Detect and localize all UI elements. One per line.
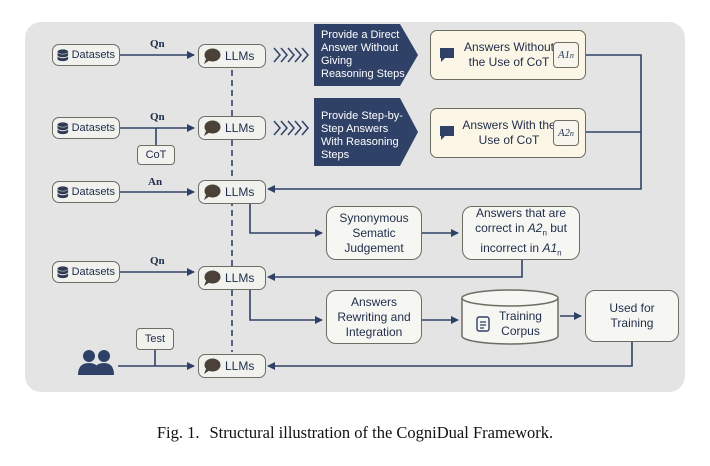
datasets-node-3: Datasets [52,181,120,203]
test-box: Test [136,328,174,350]
speech-bubble-icon [204,48,221,64]
edge-label-an: An [148,176,163,188]
llm-node-4: LLMs [198,266,266,290]
prompt-stepwise-text: Provide Step-by-Step Answers With Reason… [321,110,403,161]
datasets-node-4: Datasets [52,261,120,283]
database-icon [57,185,69,198]
prompt-direct-shape [314,24,418,86]
edge-correct-llm [267,259,523,281]
datasets-label: Datasets [71,121,115,134]
edge-llm-judgement [249,204,323,237]
speech-bubble-icon [204,120,221,136]
corpus-label-group: Training Corpus [466,306,556,342]
speech-bubble-icon [204,270,221,286]
llm-label: LLMs [225,120,255,135]
correct-line-3: incorrect in [480,240,543,255]
caption-label: Fig. 1. [156,423,200,442]
rewriting-box: Answers Rewriting and Integration [326,290,422,344]
datasets-label: Datasets [71,265,115,278]
answers-without-cot-label: Answers Without the Use of CoT [463,40,555,69]
chevron-arrows-2 [273,120,309,136]
llm-label: LLMs [225,184,255,199]
datasets-node-1: Datasets [52,44,120,66]
prompt-direct-text: Provide a Direct Answer Without Giving R… [321,29,405,80]
llm-node-5: LLMs [198,354,266,378]
llm-label: LLMs [225,270,255,285]
llm-label: LLMs [225,48,255,63]
llm-node-3: LLMs [198,180,266,204]
llm-label: LLMs [225,358,255,373]
prompt-stepwise-shape [314,98,418,166]
correct-line-1: Answers that are [475,206,567,221]
edge-used-llm [267,342,633,370]
database-icon [57,121,69,134]
corpus-label: Training Corpus [499,309,542,338]
datasets-label: Datasets [71,48,115,61]
a2-ref: A2 [527,221,543,236]
edge-label-qn-1: Qn [150,38,165,50]
chevron-arrows-1 [273,47,309,63]
datasets-label: Datasets [71,185,115,198]
edge-label-qn-2: Qn [150,111,165,123]
database-icon [57,48,69,61]
comment-icon [440,126,454,140]
comment-icon [440,48,454,62]
speech-bubble-icon [204,184,221,200]
document-icon [475,316,490,332]
speech-bubble-icon [204,358,221,374]
answers-with-cot-label: Answers With the Use of CoT [462,118,556,147]
edge-label-qn-4: Qn [150,255,165,267]
figure-caption: Fig. 1. Structural illustration of the Co… [0,423,710,443]
llm-node-1: LLMs [198,44,266,68]
used-for-training-box: Used for Training [585,290,679,342]
datasets-node-2: Datasets [52,117,120,139]
caption-text: Structural illustration of the CogniDual… [209,423,554,442]
correct-line-2: correct in [475,221,528,236]
database-icon [57,265,69,278]
correct-answers-box: Answers that are correct in A2n but inco… [462,206,580,260]
cot-box: CoT [137,145,175,165]
a1-ref: A1 [542,240,558,255]
edge-llm-rewriting [249,290,323,324]
corpus-cylinder [461,289,559,345]
llm-node-2: LLMs [198,116,266,140]
edge-answers-to-llm [267,54,642,193]
users-icon [78,350,114,375]
judgement-box: Synonymous Sematic Judgement [326,206,422,260]
